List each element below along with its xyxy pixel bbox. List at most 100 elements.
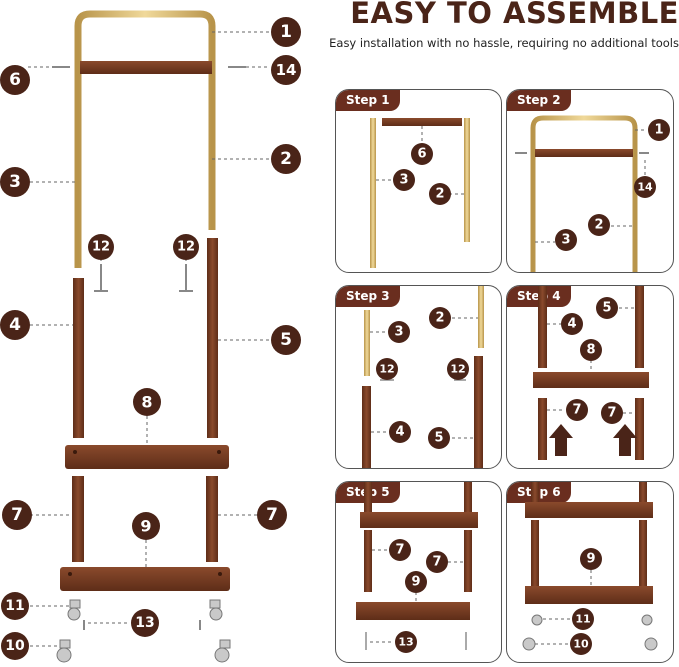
- svg-text:10: 10: [573, 638, 589, 651]
- step-4-panel: Step 4 4 5 8 7 7: [506, 285, 674, 469]
- svg-text:7: 7: [607, 406, 616, 421]
- svg-text:10: 10: [5, 638, 25, 654]
- step-2-illustration: 1 14 3 2: [515, 115, 670, 272]
- svg-text:12: 12: [92, 240, 110, 255]
- part-badge-7-right: 7: [426, 551, 448, 573]
- part-badge-3: 3: [555, 229, 577, 251]
- svg-text:7: 7: [266, 505, 278, 525]
- part-badge-12-left: 12: [88, 234, 114, 260]
- part-badge-14: 14: [634, 176, 656, 198]
- svg-text:8: 8: [586, 343, 595, 358]
- svg-text:14: 14: [276, 61, 297, 79]
- wood-crossbar: [80, 61, 212, 74]
- part-badge-12-right: 12: [173, 234, 199, 260]
- step-1-label: Step 1: [336, 90, 400, 111]
- part-badge-3: 3: [0, 167, 30, 197]
- svg-text:2: 2: [435, 187, 444, 202]
- svg-text:4: 4: [567, 317, 576, 332]
- connector-pole-left: [72, 476, 84, 562]
- screws: [52, 66, 246, 630]
- page-title: EASY TO ASSEMBLE: [350, 0, 679, 30]
- part-badge-5: 5: [428, 427, 450, 449]
- svg-text:3: 3: [561, 233, 570, 248]
- svg-text:4: 4: [395, 425, 404, 440]
- part-badge-13: 13: [395, 631, 417, 653]
- leader-lines: [28, 31, 270, 647]
- part-badge-9: 9: [132, 512, 160, 540]
- svg-text:5: 5: [434, 431, 443, 446]
- part-badge-3: 3: [388, 321, 410, 343]
- part-badge-14: 14: [271, 55, 301, 85]
- part-badge-12-right: 12: [447, 358, 469, 380]
- svg-text:1: 1: [654, 123, 663, 138]
- part-badge-7-right: 7: [257, 500, 287, 530]
- part-badge-8: 8: [580, 339, 602, 361]
- arrow-up-icon: [613, 424, 637, 456]
- svg-text:5: 5: [280, 330, 292, 350]
- part-badge-3: 3: [393, 169, 415, 191]
- svg-text:7: 7: [572, 403, 581, 418]
- part-badge-1: 1: [271, 17, 301, 47]
- gold-u-frame: [74, 10, 216, 268]
- part-badge-11: 11: [572, 608, 594, 630]
- part-badge-4: 4: [561, 313, 583, 335]
- svg-text:14: 14: [637, 181, 653, 194]
- svg-text:9: 9: [411, 575, 420, 590]
- svg-text:11: 11: [5, 598, 24, 614]
- step-5-illustration: 7 7 9 13: [356, 482, 478, 653]
- svg-text:12: 12: [450, 363, 465, 376]
- part-badge-5: 5: [271, 325, 301, 355]
- part-badge-2: 2: [588, 214, 610, 236]
- part-badge-7-left: 7: [566, 399, 588, 421]
- part-badge-10: 10: [1, 632, 29, 660]
- step-5-panel: Step 5 7 7 9 13: [335, 481, 502, 663]
- svg-text:2: 2: [280, 149, 292, 169]
- svg-text:2: 2: [594, 218, 603, 233]
- upper-shelf: [65, 445, 229, 469]
- svg-text:2: 2: [435, 311, 444, 326]
- step-6-illustration: 9 11 10: [522, 482, 658, 655]
- part-badge-12-left: 12: [376, 358, 398, 380]
- part-badge-10: 10: [570, 633, 592, 655]
- part-badge-2: 2: [429, 307, 451, 329]
- part-badge-11: 11: [1, 592, 29, 620]
- svg-text:13: 13: [398, 636, 413, 649]
- svg-text:12: 12: [379, 363, 394, 376]
- step-1-panel: Step 1 6 3 2: [335, 89, 502, 273]
- svg-text:7: 7: [11, 505, 23, 525]
- svg-text:6: 6: [417, 147, 426, 162]
- step-3-panel: Step 3 3 2 12 12 4 5: [335, 285, 502, 469]
- part-badge-2: 2: [271, 144, 301, 174]
- step-1-illustration: 6 3 2: [370, 118, 470, 268]
- svg-text:1: 1: [280, 22, 292, 42]
- part-badge-9: 9: [405, 571, 427, 593]
- wood-pole-left: [73, 278, 84, 438]
- step-4-illustration: 4 5 8 7 7: [533, 286, 649, 460]
- step-3-label: Step 3: [336, 286, 400, 307]
- part-badge-7-left: 7: [2, 500, 32, 530]
- connector-pole-right: [206, 476, 218, 562]
- part-badge-9: 9: [580, 548, 602, 570]
- part-badge-6: 6: [0, 65, 30, 95]
- svg-text:3: 3: [9, 172, 21, 192]
- svg-text:6: 6: [9, 70, 21, 90]
- svg-text:8: 8: [141, 393, 152, 412]
- step-2-label: Step 2: [507, 90, 571, 111]
- wood-pole-right: [207, 238, 218, 438]
- step-6-panel: Step 6 9 11 10: [506, 481, 674, 663]
- part-badge-5: 5: [596, 297, 618, 319]
- svg-text:9: 9: [140, 517, 151, 536]
- svg-text:9: 9: [586, 552, 595, 567]
- svg-text:12: 12: [177, 240, 195, 255]
- part-badge-4: 4: [389, 421, 411, 443]
- arrow-up-icon: [549, 424, 573, 456]
- caster-wheels: [56, 599, 231, 663]
- part-badge-2: 2: [429, 183, 451, 205]
- svg-text:5: 5: [602, 301, 611, 316]
- page-subtitle: Easy installation with no hassle, requir…: [329, 36, 679, 50]
- svg-text:11: 11: [575, 613, 590, 626]
- part-badge-7-left: 7: [389, 539, 411, 561]
- part-badge-1: 1: [648, 119, 670, 141]
- part-badge-8: 8: [133, 388, 161, 416]
